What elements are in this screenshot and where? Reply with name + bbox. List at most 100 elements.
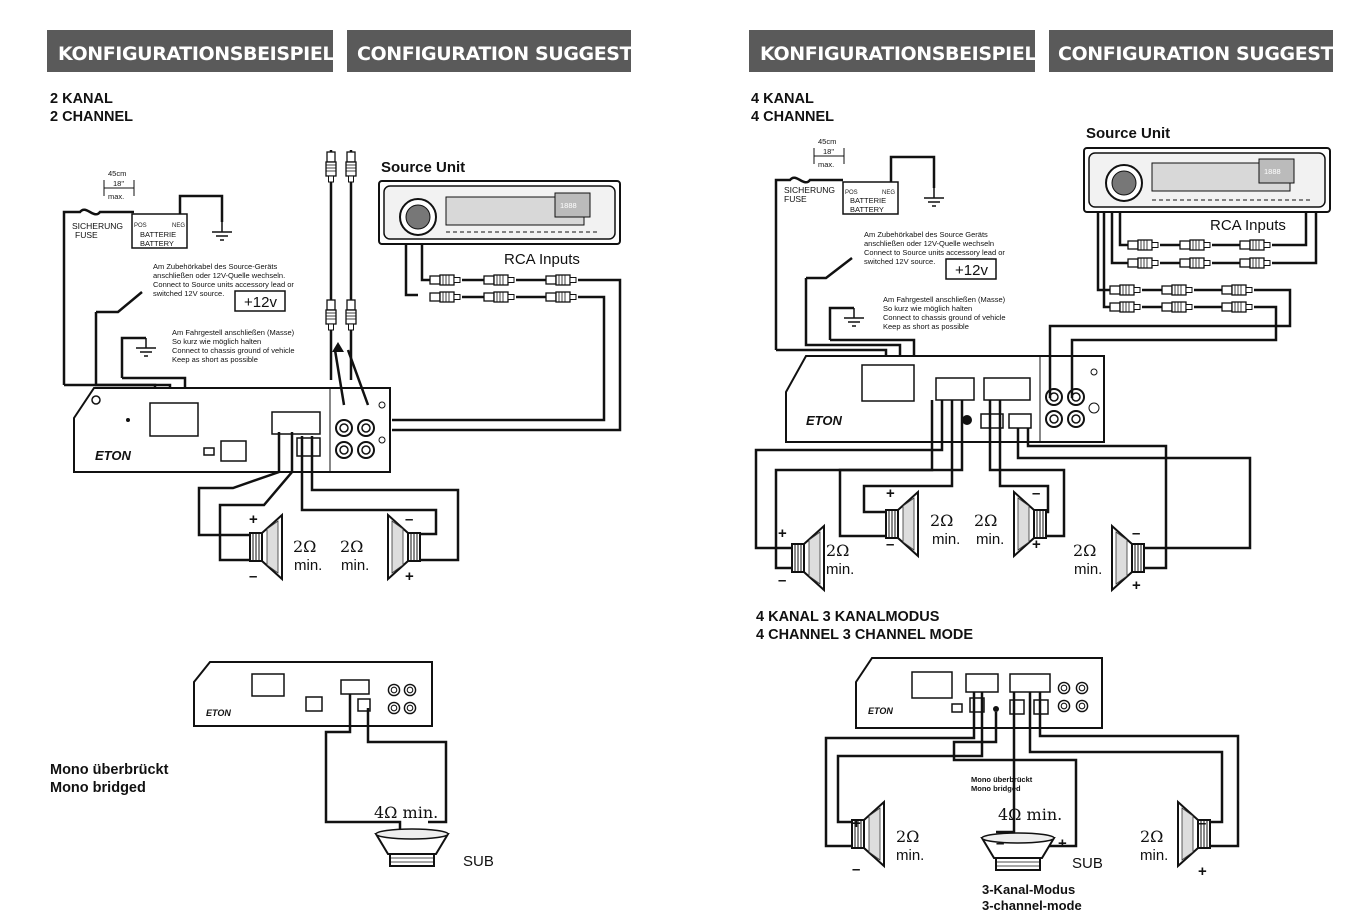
rca-inputs-label-left: RCA Inputs [504, 251, 580, 268]
fuse-en: FUSE [75, 230, 98, 240]
svg-text:1888: 1888 [560, 201, 577, 210]
svg-text:+: + [405, 568, 414, 585]
svg-text:–: – [405, 511, 413, 528]
brand-logo-2ch: ETON [95, 448, 131, 463]
svg-text:+12v: +12v [955, 262, 988, 279]
svg-text:2Ω: 2Ω [930, 511, 953, 530]
header-left-en: CONFIGURATION SUGGESTIONS [357, 43, 683, 65]
section-4ch-de: 4 KANAL [751, 91, 814, 107]
svg-text:NEG: NEG [172, 223, 185, 229]
mode3-en: 3-channel-mode [982, 898, 1082, 913]
diagram-mono-bridged: ETON 4Ω min. SUB [193, 661, 494, 870]
svg-text:+: + [1132, 577, 1141, 594]
mono-bridged-small-de: Mono überbrückt [971, 775, 1033, 784]
header-left-en-bg [347, 30, 631, 72]
svg-text:max.: max. [818, 160, 834, 169]
svg-text:BATTERIE: BATTERIE [850, 196, 886, 205]
diagram-2-channel: 45cm 18" max. SICHERUNG FUSE POS NEG BAT… [62, 150, 622, 585]
svg-text:–: – [249, 568, 257, 585]
svg-text:2Ω: 2Ω [974, 511, 997, 530]
svg-text:2Ω: 2Ω [293, 537, 316, 556]
battery-en: BATTERY [140, 239, 174, 248]
svg-text:min.: min. [896, 847, 924, 864]
section-mono-en: Mono bridged [50, 780, 146, 796]
svg-text:Am Fahrgestell anschließen (Ma: Am Fahrgestell anschließen (Masse) [172, 328, 295, 337]
svg-text:1888: 1888 [1264, 167, 1281, 176]
svg-text:2Ω: 2Ω [1140, 827, 1163, 846]
svg-text:SUB: SUB [463, 853, 494, 870]
svg-text:BATTERY: BATTERY [850, 205, 884, 214]
svg-text:switched 12V source.: switched 12V source. [864, 257, 935, 266]
svg-text:min.: min. [976, 531, 1004, 548]
svg-text:Keep as short as possible: Keep as short as possible [883, 322, 969, 331]
svg-text:SUB: SUB [1072, 855, 1103, 872]
svg-text:So kurz wie möglich halten: So kurz wie möglich halten [172, 337, 261, 346]
svg-text:+: + [1058, 835, 1067, 852]
svg-text:2Ω: 2Ω [1073, 541, 1096, 560]
section-3ch-en: 4 CHANNEL 3 CHANNEL MODE [756, 627, 973, 643]
svg-text:+: + [1032, 536, 1041, 553]
svg-text:ETON: ETON [806, 413, 842, 428]
svg-text:+: + [778, 525, 787, 542]
header-right-de: KONFIGURATIONSBEISPIELE [760, 43, 1049, 65]
section-4ch-en: 4 CHANNEL [751, 109, 834, 125]
svg-text:min.: min. [1074, 561, 1102, 578]
svg-text:+: + [249, 511, 258, 528]
header-left-de: KONFIGURATIONSBEISPIELE [58, 43, 347, 65]
header-left-de-bg [47, 30, 333, 72]
svg-text:NEG: NEG [882, 190, 895, 196]
svg-text:Connect to Source units access: Connect to Source units accessory lead o… [153, 280, 294, 289]
svg-text:+: + [1198, 863, 1207, 880]
svg-text:So kurz wie möglich halten: So kurz wie möglich halten [883, 304, 972, 313]
fuse-de: SICHERUNG [72, 221, 123, 231]
svg-text:Connect to chassis ground of v: Connect to chassis ground of vehicle [172, 346, 295, 355]
svg-text:+: + [852, 815, 861, 832]
svg-text:2Ω: 2Ω [896, 827, 919, 846]
svg-text:–: – [778, 572, 786, 589]
svg-text:2Ω: 2Ω [340, 537, 363, 556]
svg-text:+12v: +12v [244, 294, 277, 311]
svg-text:–: – [996, 835, 1004, 852]
svg-text:–: – [1132, 525, 1140, 542]
svg-text:Am Zubehörkabel des Source-Ger: Am Zubehörkabel des Source-Geräts [153, 262, 277, 271]
rca-inputs-label-right: RCA Inputs [1210, 217, 1286, 234]
svg-text:Keep as short as possible: Keep as short as possible [172, 355, 258, 364]
svg-text:–: – [852, 861, 860, 878]
svg-text:FUSE: FUSE [784, 194, 807, 204]
section-2ch-en: 2 CHANNEL [50, 109, 133, 125]
svg-text:min.: min. [294, 557, 322, 574]
header-right-de-bg [749, 30, 1035, 72]
v12-box-right [945, 258, 997, 280]
svg-text:Connect to chassis ground of v: Connect to chassis ground of vehicle [883, 313, 1006, 322]
battery-de: BATTERIE [140, 230, 176, 239]
svg-text:4Ω min.: 4Ω min. [998, 805, 1062, 824]
svg-text:Am Fahrgestell anschließen (Ma: Am Fahrgestell anschließen (Masse) [883, 295, 1006, 304]
diagram-4-channel: 45cm 18" max. SICHERUNG FUSE POS NEG BAT… [754, 125, 1331, 594]
source-unit-label-left: Source Unit [381, 159, 465, 176]
svg-text:min.: min. [826, 561, 854, 578]
svg-text:Connect to Source units access: Connect to Source units accessory lead o… [864, 248, 1005, 257]
svg-text:POS: POS [845, 190, 858, 196]
svg-text:anschließen oder 12V-Quelle we: anschließen oder 12V-Quelle wechseln [864, 239, 994, 248]
svg-text:Am Zubehörkabel des Source Ger: Am Zubehörkabel des Source Geräts [864, 230, 988, 239]
svg-text:ETON: ETON [206, 708, 231, 718]
section-2ch-de: 2 KANAL [50, 91, 113, 107]
mode3-de: 3-Kanal-Modus [982, 882, 1075, 897]
svg-text:min.: min. [341, 557, 369, 574]
svg-text:2Ω: 2Ω [826, 541, 849, 560]
svg-text:POS: POS [134, 223, 147, 229]
svg-text:+: + [886, 485, 895, 502]
svg-text:–: – [886, 536, 894, 553]
diagram-3-channel-mode: ETON Mono überbrückt Mono bridged 4Ω min… [824, 657, 1240, 913]
svg-text:SICHERUNG: SICHERUNG [784, 185, 835, 195]
svg-text:18": 18" [823, 147, 834, 156]
svg-text:–: – [1032, 485, 1040, 502]
battery-box [131, 213, 188, 249]
svg-text:min.: min. [932, 531, 960, 548]
svg-text:45cm: 45cm [818, 137, 836, 146]
section-mono-de: Mono überbrückt [50, 762, 169, 778]
header-right-en: CONFIGURATION SUGGESTIONS [1058, 43, 1358, 65]
svg-text:–: – [1198, 815, 1206, 832]
